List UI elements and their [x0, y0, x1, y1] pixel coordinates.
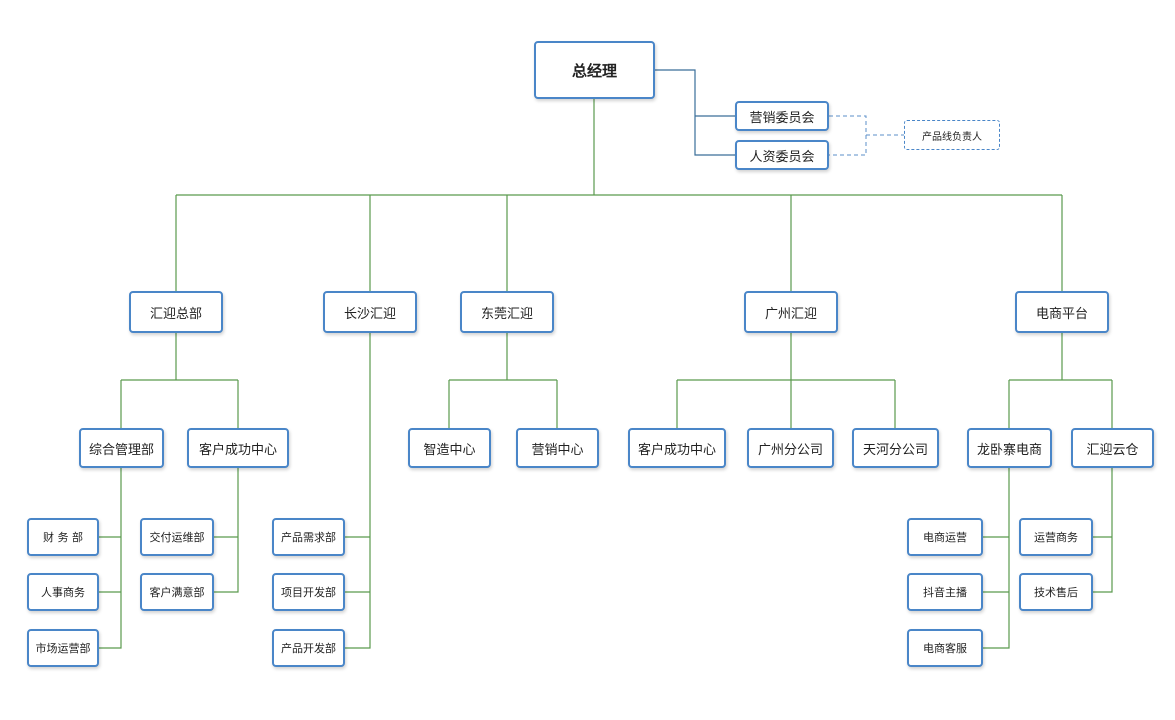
node-delivery-ops: 交付运维部 [140, 518, 214, 556]
node-ecommerce: 电商平台 [1015, 291, 1109, 333]
node-marketing-ops: 市场运营部 [27, 629, 99, 667]
node-tianhe-branch: 天河分公司 [852, 428, 939, 468]
connector-dongguan-children [448, 333, 558, 428]
connector-hq-depts [120, 333, 239, 428]
connector-longwo-children [983, 468, 1010, 649]
node-douyin-streamer: 抖音主播 [907, 573, 983, 611]
node-sales-center: 营销中心 [516, 428, 599, 468]
node-hq-customer-success: 客户成功中心 [187, 428, 289, 468]
node-ecommerce-service: 电商客服 [907, 629, 983, 667]
connector-cs-children [214, 468, 239, 593]
node-gz-customer-success: 客户成功中心 [628, 428, 726, 468]
node-general-manager: 总经理 [534, 41, 655, 99]
node-dongguan: 东莞汇迎 [460, 291, 554, 333]
node-product-line-lead: 产品线负责人 [904, 120, 1000, 150]
connector-root-committees [655, 69, 735, 156]
node-tech-after-sales: 技术售后 [1019, 573, 1093, 611]
node-product-requirements: 产品需求部 [272, 518, 345, 556]
node-ecommerce-operations: 电商运营 [907, 518, 983, 556]
node-marketing-committee: 营销委员会 [735, 101, 829, 131]
node-customer-satisfaction: 客户满意部 [140, 573, 214, 611]
node-finance: 财 务 部 [27, 518, 99, 556]
connector-guangzhou-children [676, 333, 896, 428]
connector-committees-productline [829, 115, 904, 156]
node-manufacturing-center: 智造中心 [408, 428, 491, 468]
node-hr-committee: 人资委员会 [735, 140, 829, 170]
node-longwo-ecommerce: 龙卧寨电商 [967, 428, 1052, 468]
node-changsha: 长沙汇迎 [323, 291, 417, 333]
connector-changsha-children [345, 333, 371, 649]
node-guangzhou: 广州汇迎 [744, 291, 838, 333]
node-hq: 汇迎总部 [129, 291, 223, 333]
node-hr-business: 人事商务 [27, 573, 99, 611]
node-ops-business: 运营商务 [1019, 518, 1093, 556]
connector-ecommerce-children [1008, 333, 1113, 428]
node-project-development: 项目开发部 [272, 573, 345, 611]
connector-cloud-children [1093, 468, 1113, 593]
node-admin-dept: 综合管理部 [79, 428, 164, 468]
node-product-development: 产品开发部 [272, 629, 345, 667]
connector-admin-children [99, 468, 122, 649]
node-guangzhou-branch: 广州分公司 [747, 428, 834, 468]
node-cloud-warehouse: 汇迎云仓 [1071, 428, 1154, 468]
